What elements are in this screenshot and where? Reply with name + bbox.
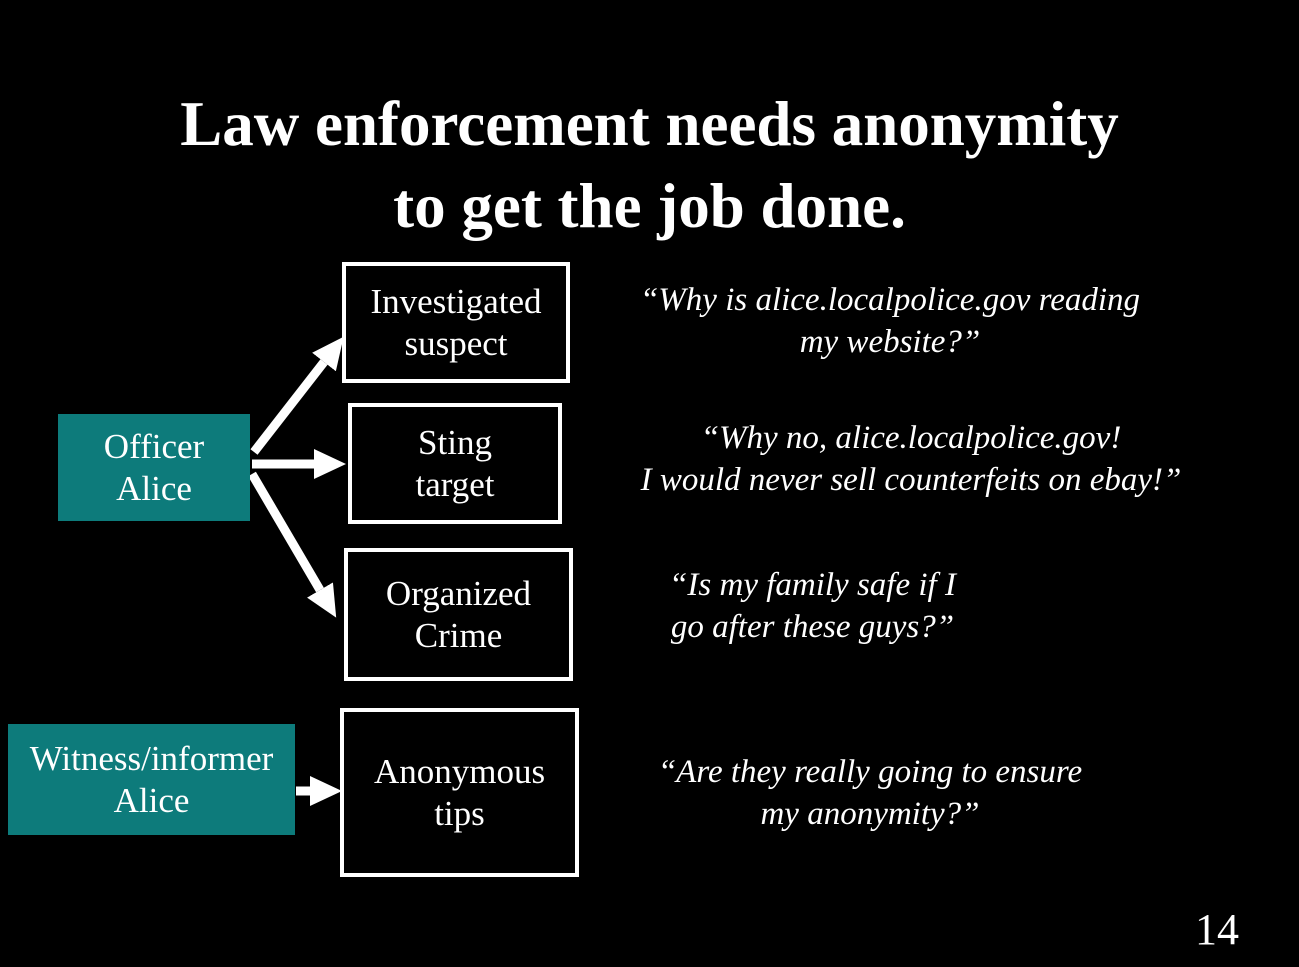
target-anonymous-line1: Anonymous <box>373 751 546 791</box>
actor-witness-line2: Alice <box>113 780 190 820</box>
actor-box-officer-alice: Officer Alice <box>58 414 250 521</box>
target-box-investigated-suspect: Investigated suspect <box>342 262 570 383</box>
slide-title: Law enforcement needs anonymity to get t… <box>0 84 1299 248</box>
quote-anonymous-tips: “Are they really going to ensure my anon… <box>595 752 1145 836</box>
page-number: 14 <box>1195 905 1239 954</box>
arrow-officer-to-investigated-suspect <box>250 336 344 455</box>
actor-officer-line2: Alice <box>116 468 192 508</box>
target-organized-line1: Organized <box>385 573 532 613</box>
quote-organized-crime: “Is my family safe if I go after these g… <box>645 565 980 649</box>
quote-investigated-line2: my website?” <box>799 323 981 360</box>
quote-anonymous-line2: my anonymity?” <box>760 795 980 832</box>
target-box-anonymous-tips: Anonymous tips <box>340 708 579 877</box>
actor-box-witness-alice: Witness/informer Alice <box>8 724 295 835</box>
actor-officer-line1: Officer <box>103 426 205 466</box>
slide-title-line2: to get the job done. <box>393 170 906 241</box>
slide-title-line1: Law enforcement needs anonymity <box>180 89 1119 159</box>
quote-investigated-line1: “Why is alice.localpolice.gov reading <box>639 282 1141 318</box>
target-sting-line2: target <box>415 464 495 504</box>
quote-sting-target: “Why no, alice.localpolice.gov! I would … <box>575 418 1247 502</box>
quote-investigated-suspect: “Why is alice.localpolice.gov reading my… <box>580 280 1200 364</box>
target-box-organized-crime: Organized Crime <box>344 548 573 681</box>
target-investigated-line2: suspect <box>404 323 508 363</box>
target-organized-line2: Crime <box>414 615 503 655</box>
quote-organized-line2: go after these guys?” <box>670 608 955 645</box>
target-box-sting-target: Sting target <box>348 403 562 524</box>
quote-organized-line1: “Is my family safe if I <box>669 567 956 603</box>
actor-witness-line1: Witness/informer <box>29 738 274 778</box>
target-investigated-line1: Investigated <box>370 281 542 321</box>
target-anonymous-line2: tips <box>434 793 485 833</box>
quote-sting-line2: I would never sell counterfeits on ebay!… <box>640 461 1182 498</box>
quote-anonymous-line1: “Are they really going to ensure <box>657 754 1083 790</box>
quote-sting-line1: “Why no, alice.localpolice.gov! <box>700 420 1122 456</box>
target-sting-line1: Sting <box>418 422 492 462</box>
arrow-officer-to-organized-crime <box>248 471 337 618</box>
